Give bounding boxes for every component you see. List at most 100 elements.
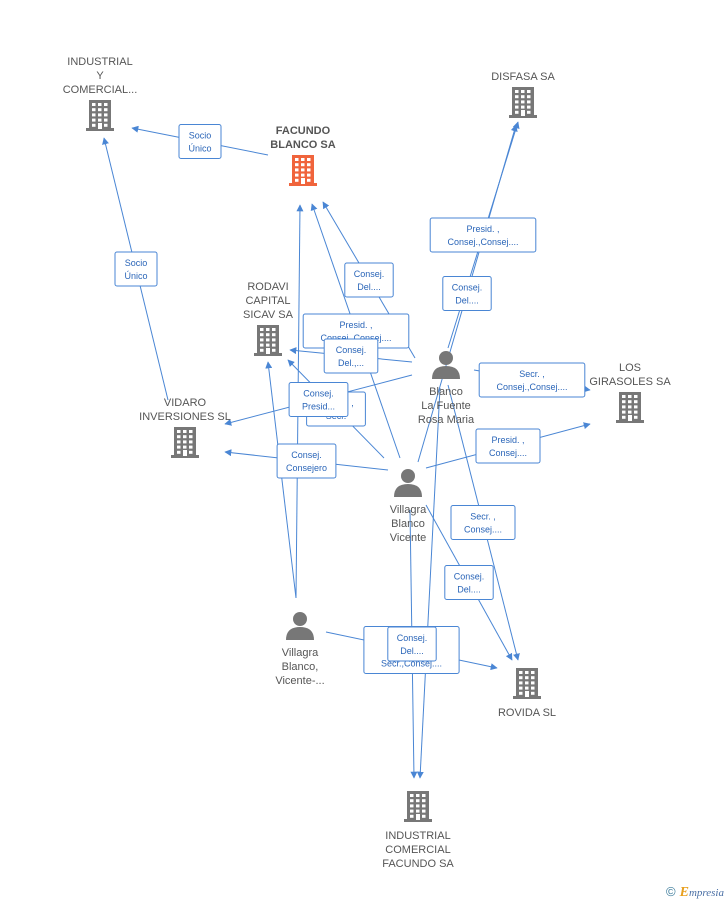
edge-label-text: Del.... xyxy=(457,585,481,595)
edge-label-text: Consej. xyxy=(452,283,483,293)
edge-label-box xyxy=(442,276,492,311)
node-label: La Fuente xyxy=(421,400,471,412)
edge-label-text: Presid. , xyxy=(339,320,372,330)
edge-label-text: Consejero xyxy=(286,463,327,473)
brand-initial: E xyxy=(679,885,689,900)
edge-label-box xyxy=(475,428,541,464)
edge-label-text: Consej. xyxy=(336,345,367,355)
edge-label-text: Socio xyxy=(125,258,148,268)
edge-label[interactable]: Consej. Del.... xyxy=(387,626,437,662)
edge-label[interactable]: Consej. Presid... xyxy=(288,382,349,417)
company-node[interactable]: LOS GIRASOLES SA xyxy=(589,362,671,423)
copyright-icon: © xyxy=(666,884,676,899)
edge-label[interactable]: Consej. Del.... xyxy=(444,565,494,600)
edge-label-text: Secr.,Consej.... xyxy=(381,659,442,669)
edge-label-box xyxy=(344,262,394,298)
node-label: RODAVI xyxy=(247,281,288,293)
edge-label-text: Socio xyxy=(189,131,212,141)
edge-label-text: Consej.... xyxy=(464,525,502,535)
edge-label[interactable]: Secr. ,Consej.,Consej.... xyxy=(478,362,586,398)
edge-label[interactable]: Presid. ,Consej.,Consej.... xyxy=(429,217,537,253)
edge-label-box xyxy=(114,251,158,287)
node-label: ROVIDA SL xyxy=(498,707,556,719)
node-label: SICAV SA xyxy=(243,309,294,321)
node-label: DISFASA SA xyxy=(491,71,555,83)
edge-label-text: Único xyxy=(124,271,147,281)
edge-label[interactable]: Consej.Consejero xyxy=(276,443,337,479)
edge-label[interactable]: Consej. Del.... xyxy=(442,276,492,311)
edge-label-text: Secr. , xyxy=(470,512,496,522)
node-label: Blanco, xyxy=(282,661,319,673)
node-label: Vicente xyxy=(390,532,427,544)
company-node[interactable]: ROVIDA SL xyxy=(498,668,556,719)
edge-label[interactable]: Consej. Del.,... xyxy=(323,338,379,374)
building-icon xyxy=(509,87,537,118)
building-icon xyxy=(254,325,282,356)
edge-label-box xyxy=(276,443,337,479)
node-label: Y xyxy=(96,70,104,82)
edge-label-box xyxy=(450,505,516,540)
person-icon xyxy=(394,469,422,497)
edge-label-text: Presid. , xyxy=(466,224,499,234)
building-icon xyxy=(513,668,541,699)
node-label: CAPITAL xyxy=(245,295,290,307)
edge-label-text: Consej. xyxy=(303,389,334,399)
node-label: BLANCO SA xyxy=(270,139,335,151)
building-icon xyxy=(289,155,317,186)
company-node[interactable]: DISFASA SA xyxy=(491,71,555,118)
edge-label-text: Consej. xyxy=(354,269,385,279)
node-label: VIDARO xyxy=(164,397,207,409)
edge-label-box xyxy=(387,626,437,662)
edge-label-text: Del.,... xyxy=(338,358,364,368)
building-icon xyxy=(171,427,199,458)
person-node[interactable]: VillagraBlanco,Vicente-... xyxy=(275,612,325,687)
edge-label-text: Presid... xyxy=(302,402,335,412)
relation-edge[interactable] xyxy=(265,361,297,599)
company-node[interactable]: VIDARO INVERSIONES SL xyxy=(139,397,231,458)
building-icon xyxy=(404,791,432,822)
edge-label-text: Consej. xyxy=(397,633,428,643)
edge-label[interactable]: Presid. , Consej.... xyxy=(475,428,541,464)
company-node[interactable]: INDUSTRIALYCOMERCIAL... xyxy=(63,56,138,131)
edge-label-text: Consej.,Consej.... xyxy=(320,333,391,343)
edge-label-box xyxy=(444,565,494,600)
node-label: Blanco xyxy=(429,386,463,398)
edge-label-text: Consej.,Consej.... xyxy=(496,382,567,392)
building-icon xyxy=(616,392,644,423)
node-label: Villagra xyxy=(390,504,427,516)
node-label: GIRASOLES SA xyxy=(589,376,671,388)
edge-label-text: Presid. , xyxy=(491,435,524,445)
edge-label[interactable]: Secr. , Consej.... xyxy=(450,505,516,540)
node-label: FACUNDO SA xyxy=(382,858,454,870)
node-label: INVERSIONES SL xyxy=(139,411,231,423)
edge-label-text: Consej.... xyxy=(489,448,527,458)
edge-label-box xyxy=(323,338,379,374)
company-node[interactable]: RODAVI CAPITAL SICAV SA xyxy=(243,281,294,356)
edge-label[interactable]: Consej. Del.... xyxy=(344,262,394,298)
node-label: COMERCIAL... xyxy=(63,84,138,96)
node-label: Rosa Maria xyxy=(418,414,475,426)
edge-label-text: Consej. xyxy=(454,572,485,582)
node-label: Blanco xyxy=(391,518,425,530)
node-label: INDUSTRIAL xyxy=(385,830,450,842)
person-icon xyxy=(432,351,460,379)
edge-label-box xyxy=(288,382,349,417)
edge-label-text: Del.... xyxy=(357,282,381,292)
node-label: Villagra xyxy=(282,647,319,659)
edge-label-box xyxy=(429,217,537,253)
building-icon xyxy=(86,100,114,131)
edge-label-text: Del.... xyxy=(455,296,479,306)
relation-edge[interactable] xyxy=(416,387,441,779)
company-node[interactable]: INDUSTRIAL COMERCIAL FACUNDO SA xyxy=(382,791,454,870)
node-label: COMERCIAL xyxy=(385,844,450,856)
brand-mark[interactable]: ©Empresia xyxy=(666,884,724,901)
node-label: LOS xyxy=(619,362,641,374)
edge-label-text: Del.... xyxy=(400,646,424,656)
